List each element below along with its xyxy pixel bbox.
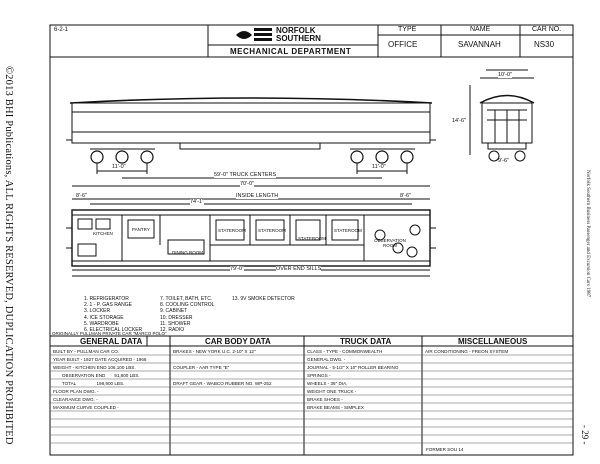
header-general-data: GENERAL DATA — [80, 337, 143, 346]
car-body-row: BRAKES - NEW YORK U.C. 2-10" X 12" — [173, 349, 256, 354]
general-row: BUILT BY - PULLMAN CAR CO. — [53, 349, 120, 354]
dim-truck-centers: 59'-0" TRUCK CENTERS — [214, 172, 277, 178]
truck-row: BRAKE BEAMS - SIMPLEX — [307, 405, 364, 410]
dim-overall-length: 70'-0" — [240, 181, 255, 187]
truck-row: GENERAL DWG. - — [307, 357, 346, 362]
general-data-column: BUILT BY - PULLMAN CAR CO. YEAR BUILT - … — [53, 348, 146, 412]
general-row: CLEARANCE DWG. - — [53, 397, 98, 402]
title-header-car-no: CAR NO. — [532, 26, 562, 33]
legend-item: 8. COOLING CONTROL — [160, 302, 215, 309]
truck-row: SPRINGS - — [307, 373, 331, 378]
legend-item: 3. LOCKER — [84, 308, 111, 315]
legend-item: 9. CABINET — [160, 308, 188, 315]
legend-column-1: 1. REFRIGERATOR 2. 1 - P. GAS RANGE 3. L… — [84, 296, 142, 333]
origin-note: ORIGINALLY PULLMAN PRIVATE CAR "MARCO PO… — [52, 331, 167, 336]
general-row: MAXIMUM CURVE COUPLED - — [53, 405, 119, 410]
car-body-row: DRAFT GEAR - WABCO RUBBER NO. WP-252 — [173, 381, 272, 386]
former-number-note: FORMER SOU 14 — [426, 447, 464, 452]
legend-item: 10. DRESSER — [160, 314, 193, 321]
dim-truck-wheelbase-right: 11'-0" — [372, 164, 386, 170]
legend-item: 12. RADIO — [160, 327, 185, 334]
header-truck-data: TRUCK DATA — [340, 337, 392, 346]
general-row: YEAR BUILT - 1927 DATE ACQUIRED - 1966 — [53, 357, 147, 362]
room-stateroom-3: STATEROOM — [298, 236, 326, 241]
legend-item: 1. REFRIGERATOR — [84, 296, 129, 302]
title-value-car-no: NS30 — [534, 40, 555, 49]
dim-width-top: 10'-0" — [498, 72, 513, 78]
dim-end-right: 8'-6" — [400, 193, 411, 199]
legend-item: 5. WARDROBE — [84, 320, 119, 327]
dim-end-left: 8'-6" — [76, 193, 87, 199]
truck-row: JOURNAL - 5-1/2" X 10" ROLLER BEARING — [307, 365, 399, 370]
dim-width-base: 9'-6" — [498, 158, 509, 164]
car-body-row: COUPLER - AAR TYPE "E" — [173, 365, 230, 370]
dim-over-end-sills-label: OVER END SILLS — [276, 266, 322, 272]
room-stateroom-2: STATEROOM — [258, 228, 286, 233]
car-body-column: BRAKES - NEW YORK U.C. 2-10" X 12" COUPL… — [173, 348, 272, 388]
truck-row: BRAKE SHOES - — [307, 397, 343, 402]
railroad-name: NORFOLK SOUTHERN — [276, 26, 321, 43]
dim-inside-length-label: INSIDE LENGTH — [236, 193, 279, 199]
legend-column-3: 13. 9V SMOKE DETECTOR — [232, 296, 295, 302]
title-value-name: SAVANNAH — [458, 40, 501, 49]
general-row: FLOOR PLAN DWG. - — [53, 389, 99, 394]
date-code: 6-2-1 — [54, 27, 69, 33]
department-title: MECHANICAL DEPARTMENT — [230, 47, 352, 56]
dim-height: 14'-6" — [452, 118, 467, 124]
legend-item: 7. TOILET, BATH, ETC. — [160, 296, 213, 302]
legend-item: 6. ELECTRICAL LOCKER — [84, 327, 143, 334]
room-observation: OBSERVATION ROOM — [374, 238, 406, 248]
truck-row: WHEELS - 36" DIA. — [307, 381, 348, 386]
truck-row: CLASS - TYPE - COMMONWEALTH — [307, 349, 383, 354]
legend-column-2: 7. TOILET, BATH, ETC. 8. COOLING CONTROL… — [160, 296, 214, 333]
legend-item: 11. SHOWER — [160, 320, 191, 327]
dim-inside-length-value: 74'-1" — [190, 199, 205, 205]
car-body-row — [173, 356, 272, 364]
legend-item: 13. 9V SMOKE DETECTOR — [232, 296, 295, 302]
title-header-name: NAME — [470, 26, 491, 33]
room-stateroom-4: STATEROOM — [334, 228, 362, 233]
norfolk-southern-logo-icon — [236, 28, 272, 41]
car-body-row — [173, 372, 272, 380]
header-car-body-data: CAR BODY DATA — [205, 337, 271, 346]
legend-item: 4. ICE STORAGE — [84, 314, 124, 321]
misc-row: AIR CONDITIONING - FREON SYSTEM — [425, 349, 509, 354]
dim-over-end-sills-value: 79'-0" — [230, 266, 245, 272]
title-value-type: OFFICE — [388, 40, 418, 49]
header-miscellaneous: MISCELLANEOUS — [458, 337, 528, 346]
room-pantry: PANTRY — [132, 227, 150, 232]
room-dining: DINING ROOM — [172, 250, 203, 255]
truck-data-column: CLASS - TYPE - COMMONWEALTH GENERAL DWG.… — [307, 348, 398, 412]
room-stateroom-1: STATEROOM — [218, 228, 246, 233]
legend-item: 2. 1 - P. GAS RANGE — [84, 302, 132, 309]
general-row: TOTAL 198,900 LBS. — [53, 381, 125, 386]
miscellaneous-column: AIR CONDITIONING - FREON SYSTEM — [425, 348, 508, 356]
dim-truck-wheelbase-left: 11'-0" — [112, 164, 126, 170]
truck-row: WEIGHT ONE TRUCK - — [307, 389, 357, 394]
general-row: WEIGHT - KITCHEN END 106,100 LBS. — [53, 365, 136, 370]
title-header-type: TYPE — [398, 26, 417, 33]
general-row: OBSERVATION END 91,800 LBS. — [53, 373, 140, 378]
room-kitchen: KITCHEN — [93, 231, 113, 236]
